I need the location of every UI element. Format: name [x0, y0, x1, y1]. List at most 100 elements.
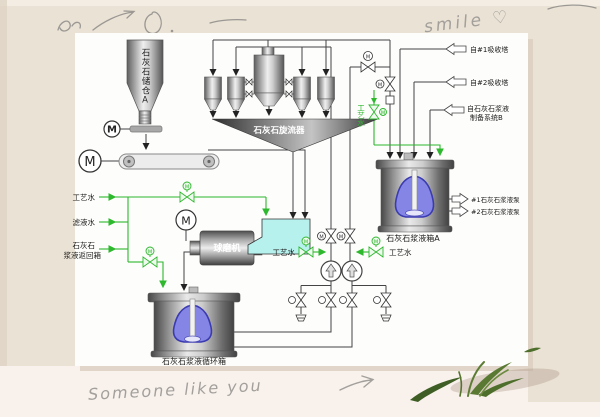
tank-base: [150, 350, 238, 358]
water-valve-return-line: M: [142, 246, 158, 268]
return-label-line2: 浆液返回箱: [64, 250, 102, 260]
source3-label-line2: 制备系统B: [470, 113, 503, 122]
motor-valve-top: M: [360, 51, 376, 73]
pump-outlet1-label: #1石灰石浆液泵: [471, 195, 520, 204]
tank-nozzle: [403, 152, 414, 161]
circulation-tank: 石灰石浆液循环箱: [147, 286, 241, 366]
slurry-tank-a: 石灰石浆液箱A: [375, 152, 455, 243]
motor-letter: M: [304, 240, 308, 246]
valve-pump2-discharge: M: [336, 228, 356, 244]
cyclone-small-1: [203, 76, 223, 118]
motor-letter: M: [84, 155, 95, 170]
pump-arrow-icon: [346, 263, 358, 278]
source-arrows: [443, 42, 469, 218]
source2-label: 自#2吸收塔: [470, 78, 508, 87]
pump-1: [320, 260, 342, 282]
process-water-label-pumps-right: 工艺水: [389, 247, 412, 257]
motor-letter: M: [319, 235, 323, 241]
motor-letter: M: [339, 235, 343, 241]
motor-letter: M: [381, 111, 385, 117]
process-water-label-vertical: 工艺水: [356, 104, 365, 127]
mini-valve-icon: [245, 90, 253, 98]
water-valve-pump1-flush: M: [298, 236, 314, 258]
scribble-dash: [209, 18, 247, 24]
pipe-green: [374, 144, 444, 157]
return-label-line1: 石灰石: [73, 240, 96, 250]
tank-a-label: 石灰石浆液箱A: [386, 233, 440, 243]
mini-valve-icon: [245, 78, 253, 86]
motor-letter: M: [185, 185, 189, 191]
valve-pump1-discharge: M: [317, 228, 337, 244]
pipe-conveyor-feed: [208, 149, 309, 219]
cyclone-small-3: [292, 76, 312, 118]
circulation-tank-label: 石灰石浆液循环箱: [162, 356, 226, 366]
slurry-pumps: [320, 260, 363, 282]
feeder-motor: M: [103, 120, 121, 138]
source3-label-line1: 自石灰石浆液: [467, 104, 509, 113]
diagram-labels: 自#1吸收塔 自#2吸收塔 自石灰石浆液 制备系统B #1石灰石浆液泵 #2石灰…: [64, 45, 521, 260]
cyclone-isolation-valves: [244, 78, 294, 98]
valve-suction-2: [339, 292, 358, 308]
motor-letter: M: [378, 83, 382, 89]
pump-outlet2-label: #2石灰石浆液泵: [471, 207, 520, 216]
handwriting-arrow: [339, 375, 375, 391]
grass-blade: [478, 378, 524, 397]
pipe-suction1: [233, 307, 332, 333]
pipe-suction2: [233, 307, 353, 348]
motor-letter: M: [181, 215, 191, 228]
source-arrow-icon: [445, 75, 467, 89]
grass-leaf: [524, 347, 541, 353]
orifice-plate: [385, 95, 395, 105]
drain-icon: [380, 314, 392, 322]
valves: M M M M: [288, 51, 396, 322]
water-valve-tank-a: M: [368, 104, 387, 120]
agitator: [394, 169, 435, 218]
ball-mill: M 球磨机: [175, 209, 263, 266]
source-arrow-icon: [445, 42, 467, 56]
mini-valve-icon: [285, 78, 293, 86]
motor-letter: M: [366, 55, 370, 61]
mill-journal-left: [189, 240, 201, 256]
cyclone-cluster: [203, 46, 336, 118]
grass-stem: [458, 371, 463, 397]
green-flow-arrow: [371, 98, 377, 104]
cyclone-funnel-label: 石灰石旋流器: [252, 125, 305, 136]
water-valve-pump2-flush: M: [368, 236, 384, 258]
belt-conveyor: M: [78, 149, 220, 173]
agitator-shaft: [411, 169, 418, 213]
grass-blade: [470, 362, 512, 395]
roller-hub: [127, 159, 131, 164]
limestone-silo: 石灰石储仓A M: [103, 39, 164, 138]
pipe-green: [157, 261, 167, 289]
tank-base: [377, 225, 453, 233]
motor-letter: M: [374, 240, 378, 246]
paper-left-edge: [0, 0, 7, 417]
process-water-label-pumps-left: 工艺水: [273, 247, 296, 257]
valve-suction-1: [318, 292, 337, 308]
pipe-mill-discharge: [180, 251, 190, 291]
drain-icon: [295, 314, 307, 322]
scribble-loop: [57, 20, 71, 32]
valve-drain-1: [288, 292, 307, 308]
grass-stem: [467, 361, 485, 397]
paper-bottom-right: [528, 366, 600, 402]
source-arrow-icon: [443, 103, 465, 117]
agitator-blade: [405, 209, 424, 217]
motor-letter: M: [107, 125, 117, 136]
tank-lid: [375, 159, 455, 170]
hydrocyclone-funnel: 石灰石旋流器: [211, 118, 379, 219]
mini-valve-icon: [285, 90, 293, 98]
scribble-loop2: [71, 21, 82, 29]
valve-drain-2: [373, 292, 392, 308]
conveyor-motor: M: [78, 149, 102, 173]
scribble-arrow: [92, 10, 136, 31]
pump-outlet-arrow-icon: [451, 192, 469, 206]
grass-stem: [479, 369, 509, 397]
source1-label: 自#1吸收塔: [470, 45, 508, 54]
agitator-shaft: [189, 298, 196, 340]
roller-hub: [207, 159, 211, 164]
silo-label: 石灰石储仓A: [140, 48, 150, 107]
scribble-dot: [170, 29, 174, 33]
